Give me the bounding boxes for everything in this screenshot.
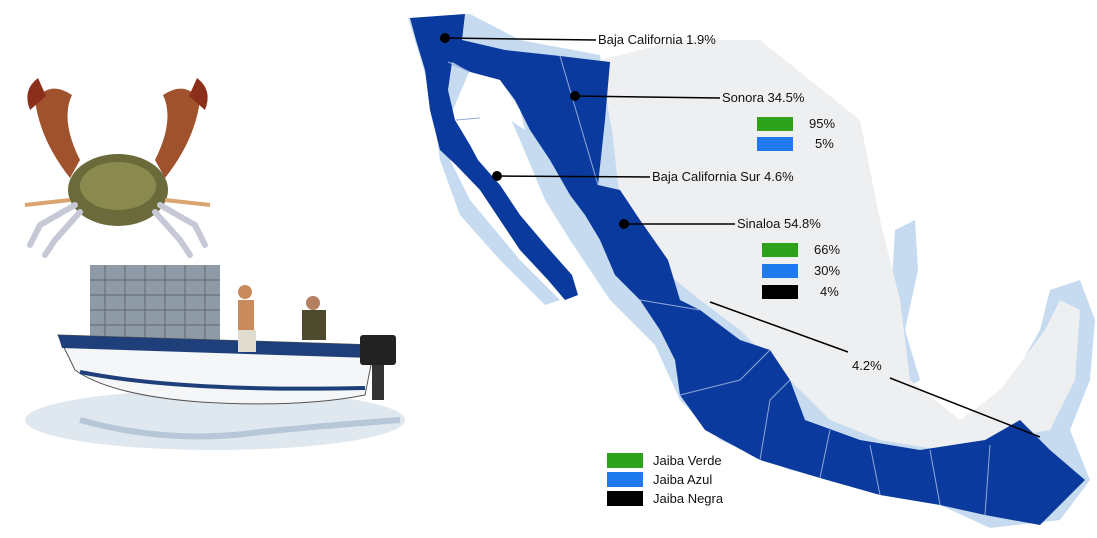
pacific-states xyxy=(410,14,1085,525)
sinaloa-negra-row: 4% xyxy=(762,285,839,299)
swatch-verde xyxy=(762,243,798,257)
species-legend: Jaiba Verde Jaiba Azul Jaiba Negra xyxy=(607,451,723,508)
sonora-azul-row: 5% xyxy=(757,137,834,151)
crab-icon xyxy=(24,78,211,258)
label-pacific-south: 4.2% xyxy=(852,358,882,373)
swatch-negra xyxy=(762,285,798,299)
label-sonora: Sonora 34.5% xyxy=(722,90,805,105)
legend-swatch-negra xyxy=(607,491,643,506)
boat-icon xyxy=(25,265,405,450)
swatch-azul xyxy=(757,137,793,151)
label-baja-california: Baja California 1.9% xyxy=(598,32,716,47)
legend-item-azul: Jaiba Azul xyxy=(607,470,723,489)
legend-item-negra: Jaiba Negra xyxy=(607,489,723,508)
label-sinaloa: Sinaloa 54.8% xyxy=(737,216,821,231)
legend-swatch-azul xyxy=(607,472,643,487)
sonora-verde-row: 95% xyxy=(757,117,835,131)
legend-swatch-verde xyxy=(607,453,643,468)
location-markers xyxy=(440,33,629,229)
sinaloa-azul-percent: 30% xyxy=(814,263,841,278)
swatch-verde xyxy=(757,117,793,131)
leader-lines xyxy=(444,37,1041,438)
sonora-verde-percent: 95% xyxy=(809,116,836,131)
state-borders xyxy=(447,55,991,516)
sinaloa-verde-row: 66% xyxy=(762,243,840,257)
label-baja-california-sur: Baja California Sur 4.6% xyxy=(652,169,794,184)
legend-label-azul: Jaiba Azul xyxy=(653,472,713,487)
sinaloa-azul-row: 30% xyxy=(762,264,840,278)
legend-item-verde: Jaiba Verde xyxy=(607,451,723,470)
swatch-azul xyxy=(762,264,798,278)
interior-land xyxy=(600,40,1080,450)
gulf-of-california xyxy=(470,72,525,130)
legend-label-negra: Jaiba Negra xyxy=(653,491,724,506)
legend-label-verde: Jaiba Verde xyxy=(653,453,722,468)
sonora-azul-percent: 5% xyxy=(815,136,834,151)
sinaloa-negra-percent: 4% xyxy=(820,284,839,299)
sinaloa-verde-percent: 66% xyxy=(814,242,841,257)
